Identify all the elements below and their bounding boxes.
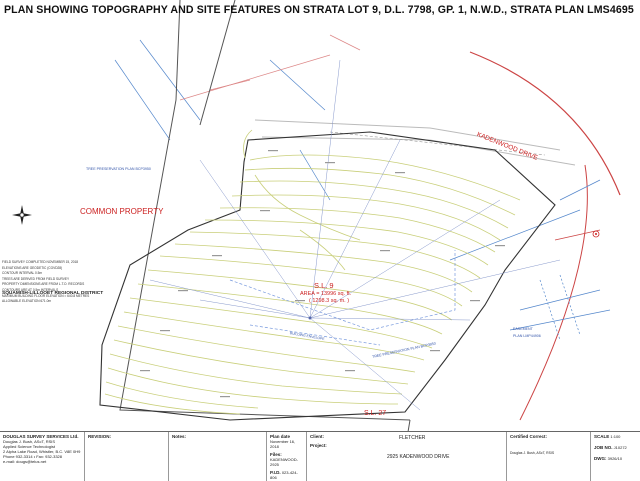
dwg-label: DWG: bbox=[594, 456, 607, 461]
tree-preservation-label-1: TREE PRESERVATION PLAN BCP3950 bbox=[86, 167, 151, 171]
client-label: Client: bbox=[310, 434, 324, 439]
easement-lines bbox=[114, 39, 611, 341]
note-line: ELEVATIONS ARE GEODETIC (CGVD28) bbox=[2, 265, 63, 270]
file-code: KADENWOOD-2925 bbox=[270, 457, 298, 467]
survey-notes: FIELD SURVEY COMPLETED NOVEMBER 15, 2018… bbox=[2, 260, 89, 305]
dwg-row: DWG: 3926/10 bbox=[594, 456, 637, 461]
easement-label: EASEMENT bbox=[513, 327, 533, 331]
job-value: J10272 bbox=[613, 445, 627, 450]
note-line: TREES ARE DERIVED FROM FIELD SURVEY bbox=[2, 276, 70, 281]
note-line: FIELD SURVEY COMPLETED NOVEMBER 15, 2018 bbox=[2, 260, 79, 264]
scale-label: SCALE bbox=[594, 434, 610, 439]
pid-row: P.I.D. 023-424-806 bbox=[270, 470, 303, 480]
scale-cell: SCALE 1:100 JOB NO. J10272 DWG: 3926/10 bbox=[590, 432, 640, 481]
job-label: JOB NO. bbox=[594, 445, 613, 450]
survey-marker-icon bbox=[308, 230, 600, 320]
plan-title: PLAN SHOWING TOPOGRAPHY AND SITE FEATURE… bbox=[4, 4, 634, 16]
project-name: 2925 KADENWOOD DRIVE bbox=[387, 454, 450, 460]
note-line: PROPERTY DIMENSIONS ARE FROM L.T.O. RECO… bbox=[2, 282, 85, 287]
title-block: DOUGLAS SURVEY SERVICES Ltd. Douglas J. … bbox=[0, 431, 640, 481]
lot-area-sqm: ( 1298.3 sq. m. ) bbox=[309, 298, 350, 304]
notes-label: Notes: bbox=[172, 434, 187, 439]
dwg-value: 3926/10 bbox=[607, 456, 623, 461]
surveyor-role: Applied Science Technologist bbox=[3, 444, 55, 449]
files-label: Files: bbox=[270, 452, 282, 457]
regional-district-label: SQUAMISH-LILLOOET REGIONAL DISTRICT bbox=[2, 291, 104, 296]
easement-plan-label: PLAN LMP44906 bbox=[513, 334, 541, 338]
elevation-points bbox=[140, 150, 505, 398]
scale-value: 1:100 bbox=[610, 434, 621, 439]
plan-date-label: Plan date bbox=[270, 434, 291, 439]
certified-label: Certified Correct: bbox=[510, 434, 548, 439]
pid-value: 023-424-806 bbox=[270, 470, 298, 480]
notes-cell: Notes: bbox=[168, 432, 266, 481]
client-name: FLETCHER bbox=[399, 435, 426, 441]
plan-date: November 16, 2018 bbox=[270, 439, 296, 449]
adjacent-lot-label: S.L. 27 bbox=[364, 410, 387, 417]
project-label: Project: bbox=[310, 443, 327, 448]
note-line: CONTOURS ARE AT 0.5m INTERVALS bbox=[2, 287, 59, 292]
company-phone: Phone 932-3314 • Fax: 932-3328 bbox=[3, 454, 62, 459]
note-line: ALLOWABLE ELEVATION 671.0m bbox=[2, 299, 52, 304]
north-arrow-icon bbox=[12, 205, 32, 225]
survey-ray-lines bbox=[149, 59, 561, 411]
revision-label: REVISION: bbox=[88, 434, 112, 439]
surveyor-name: Douglas J. Bush, AScT, RSIS bbox=[3, 439, 56, 444]
revision-cell: REVISION: bbox=[84, 432, 168, 481]
company-cell: DOUGLAS SURVEY SERVICES Ltd. Douglas J. … bbox=[0, 432, 84, 481]
pid-label: P.I.D. bbox=[270, 470, 281, 475]
job-row: JOB NO. J10272 bbox=[594, 445, 637, 450]
kadenwood-drive-road bbox=[254, 51, 621, 421]
building-envelope-outline bbox=[229, 250, 456, 346]
note-line: MAXIMUM BUILDING FLOOR ELEVATION = 640.8… bbox=[2, 293, 90, 298]
strata-lot-label: S.L. 9 bbox=[314, 281, 334, 290]
plan-date-cell: Plan date November 16, 2018 Files: KADEN… bbox=[266, 432, 306, 481]
strata-lot-9-boundary bbox=[99, 131, 556, 421]
company-name: DOUGLAS SURVEY SERVICES Ltd. bbox=[3, 434, 79, 439]
note-line: CONTOUR INTERVAL 0.5m bbox=[2, 271, 43, 276]
reference-lines bbox=[179, 34, 361, 101]
certified-name: Douglas J. Bush, AScT, RSIS bbox=[510, 451, 555, 455]
company-email: e-mail: dougs@telus.net bbox=[3, 459, 47, 464]
common-property-label: COMMON PROPERTY bbox=[80, 207, 164, 216]
certified-cell: Certified Correct: Douglas J. Bush, AScT… bbox=[506, 432, 590, 481]
client-cell: Client: FLETCHER Project: 2925 KADENWOOD… bbox=[306, 432, 506, 481]
contour-lines bbox=[104, 129, 521, 415]
common-property-boundary bbox=[119, 0, 411, 480]
scale-row: SCALE 1:100 bbox=[594, 434, 637, 439]
company-address: 2 Alpha Lake Road, Whistler, B.C. V8E 0H… bbox=[3, 449, 81, 454]
lot-area-sqft: AREA = 13996 sq. ft. bbox=[300, 291, 352, 297]
